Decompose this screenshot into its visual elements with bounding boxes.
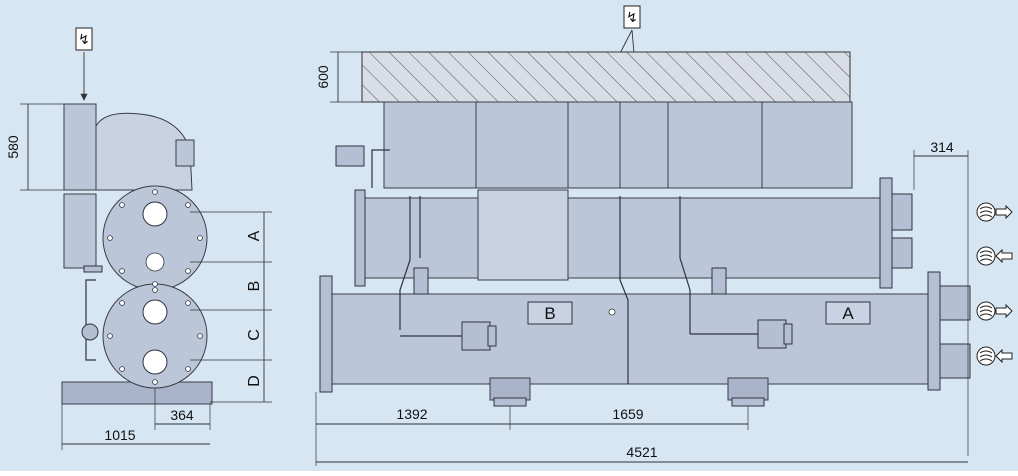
side-control-cabinet-lower xyxy=(63,193,97,269)
dimension-length-total: 4521 xyxy=(626,444,657,460)
circuit-a-label: A xyxy=(842,304,854,323)
dimension-length-left: 1392 xyxy=(396,406,427,422)
electrical-symbol-box-front xyxy=(623,5,641,29)
circuit-a-label-box xyxy=(825,301,871,325)
water-connection-icons xyxy=(976,202,1013,366)
water-flow-in-icon xyxy=(976,346,1013,366)
service-clearance-area xyxy=(361,51,851,103)
dimension-clearance-top: 600 xyxy=(315,65,331,89)
electrical-symbol-box-side xyxy=(75,27,93,51)
front-view: ↯ 1 600 xyxy=(315,5,971,466)
front-foot-left xyxy=(489,377,531,401)
front-center-panel xyxy=(477,189,569,281)
front-foot-right xyxy=(727,377,769,401)
electrical-symbol-side: ↯ xyxy=(78,31,90,47)
front-piping xyxy=(335,145,793,384)
side-dimension-c: C xyxy=(246,329,263,341)
dimension-side-height-top: 580 xyxy=(5,135,21,159)
dimension-side-width-total: 1015 xyxy=(104,427,135,443)
front-control-cabinets xyxy=(383,101,853,189)
side-dimension-d: D xyxy=(246,375,263,387)
side-control-cabinet-upper xyxy=(63,103,97,191)
dimension-length-middle: 1659 xyxy=(612,406,643,422)
side-flange-bolts xyxy=(107,189,203,385)
side-dimension-b: B xyxy=(246,281,263,292)
water-flow-in-icon xyxy=(976,246,1013,266)
circuit-b-label: B xyxy=(544,304,555,323)
side-view: ↯ xyxy=(5,27,272,450)
water-flow-out-icon xyxy=(976,301,1013,321)
dimension-right-connection: 314 xyxy=(930,139,954,155)
side-dimension-a: A xyxy=(246,230,263,241)
dimension-side-width-partial: 364 xyxy=(170,407,194,423)
front-condenser-shell xyxy=(361,197,885,279)
electrical-symbol-front: ↯ xyxy=(626,9,638,25)
circuit-b-label-box xyxy=(527,301,573,325)
water-flow-out-icon xyxy=(976,202,1013,222)
